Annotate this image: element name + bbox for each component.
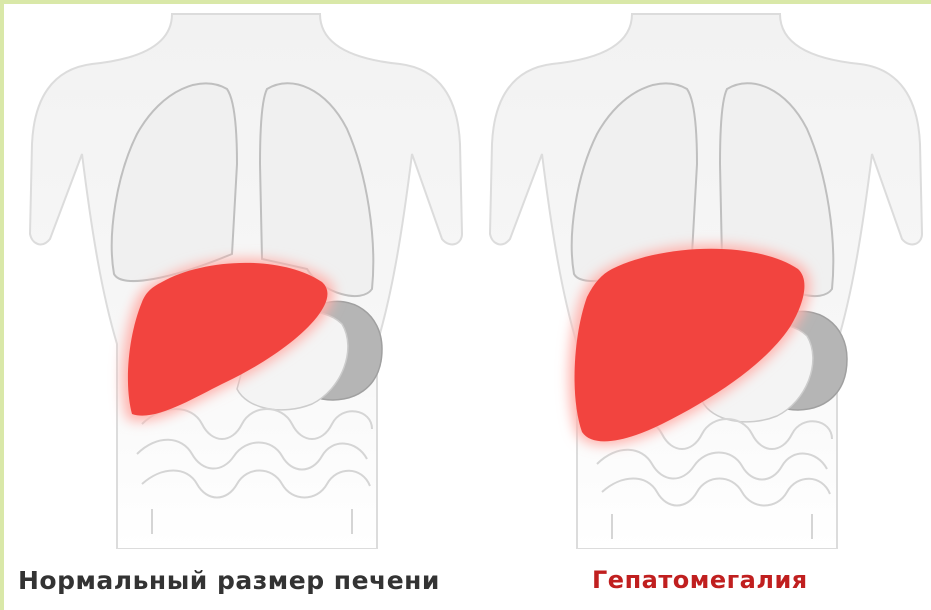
normal-torso-illustration	[22, 4, 472, 549]
hepatomegaly-caption: Гепатомегалия	[592, 566, 808, 594]
normal-liver-caption: Нормальный размер печени	[18, 566, 440, 595]
enlarged-torso-illustration	[482, 4, 931, 549]
